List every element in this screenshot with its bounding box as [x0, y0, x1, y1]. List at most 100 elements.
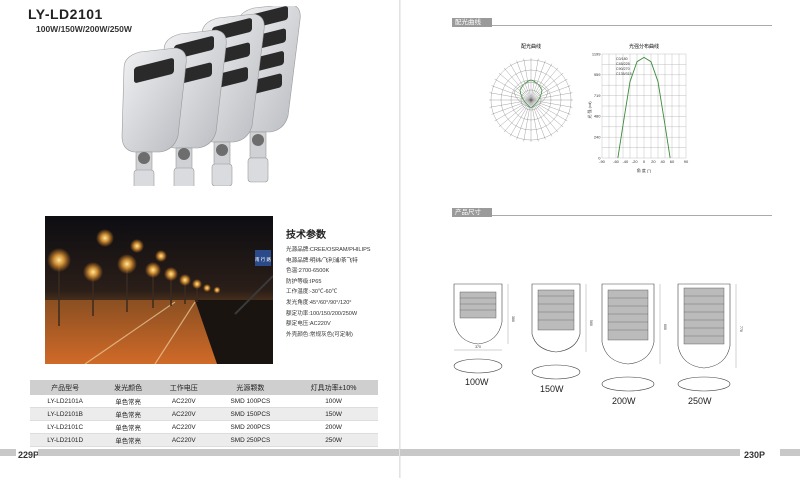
- x-tick-label: 90: [684, 159, 689, 164]
- table-cell: 单色常亮: [100, 395, 156, 408]
- polar-curve-c90: [513, 81, 549, 109]
- x-tick-label: -60: [613, 159, 620, 164]
- polar-spoke: [503, 99, 532, 133]
- drawing-200w: 600: [601, 283, 667, 392]
- y-tick-label: 0: [598, 155, 601, 160]
- page-number-right: 230P: [744, 450, 766, 460]
- polar-spoke: [530, 99, 559, 133]
- intensity-title: 光强分布曲线: [629, 43, 659, 50]
- column-header: 灯具功率±10%: [289, 380, 378, 395]
- street-sign-text: 南 行 路: [255, 256, 272, 263]
- spec-line: 色温:2700-6500K: [286, 268, 330, 275]
- intensity-xlabel: 角 度 (°): [637, 167, 652, 173]
- product-photo: [121, 6, 301, 186]
- table-cell: 200W: [289, 420, 378, 434]
- polar-spoke: [530, 58, 539, 101]
- left-page: LY-LD2101 100W/150W/200W/250W: [0, 6, 400, 460]
- dim-height: 380: [511, 316, 515, 322]
- polar-spoke: [503, 67, 532, 101]
- column-header: 发光颜色: [100, 380, 156, 395]
- y-tick-label: 959: [594, 72, 601, 77]
- polar-title: 配光曲线: [521, 43, 541, 50]
- polar-spoke: [530, 99, 553, 137]
- dim-width: 370: [475, 345, 481, 349]
- polar-spoke: [498, 72, 532, 101]
- table-cell: 150W: [289, 407, 378, 421]
- polar-spoke: [530, 99, 571, 115]
- spec-line: 额定电压:AC220V: [286, 321, 331, 328]
- table-row: LY-LD2101B 单色常亮 AC220V SMD 150PCS 150W: [30, 407, 378, 421]
- section-header-light-curve: 配光曲线: [452, 18, 772, 27]
- table-header-row: 产品型号 发光颜色 工作电压 光源颗数 灯具功率±10%: [30, 380, 378, 395]
- right-page: 配光曲线 产品尺寸 230P: [400, 0, 800, 478]
- size-label-100w: 100W: [465, 377, 489, 387]
- table-row: LY-LD2101A 单色常亮 AC220V SMD 100PCS 100W: [30, 395, 378, 408]
- polar-curve-c0: [519, 79, 543, 109]
- polar-spoke: [523, 58, 532, 101]
- size-label-150w: 150W: [540, 384, 564, 394]
- polar-spoke: [530, 67, 559, 101]
- polar-spoke: [494, 99, 532, 122]
- page-bar-left: [0, 449, 16, 456]
- polar-spoke: [530, 85, 571, 101]
- table-cell: LY-LD2101A: [30, 395, 101, 408]
- drawing-250w: 770: [677, 283, 743, 392]
- polar-spoke: [530, 99, 546, 140]
- model-table: 产品型号 发光颜色 工作电压 光源颗数 灯具功率±10% LY-LD2101A …: [30, 380, 378, 447]
- table-cell: LY-LD2101C: [30, 420, 101, 434]
- table-cell: AC220V: [155, 433, 212, 447]
- dim-height: 600: [663, 324, 667, 330]
- model-title: LY-LD2101: [28, 6, 103, 22]
- table-cell: SMD 250PCS: [211, 433, 290, 447]
- section-title: 产品尺寸: [455, 209, 481, 216]
- page-bar-right-rule: [400, 449, 740, 456]
- page-bar-left-rule: [38, 449, 400, 456]
- polar-spoke: [509, 99, 532, 137]
- x-tick-label: 20: [651, 159, 656, 164]
- spec-line: 电源品牌:明纬/飞利浦/茶飞特: [286, 257, 358, 264]
- table-cell: LY-LD2101B: [30, 407, 101, 421]
- dim-height: 560: [589, 320, 593, 326]
- spec-panel: 技术参数 光源品牌:CREE/OSRAM/PHILIPS 电源品牌:明纬/飞利浦…: [286, 226, 396, 340]
- drawing-150w: 560: [531, 283, 593, 380]
- table-cell: 单色常亮: [100, 433, 156, 447]
- spec-line: 光源品牌:CREE/OSRAM/PHILIPS: [286, 247, 371, 253]
- spec-line: 额定功率:100/150/200/250W: [286, 310, 358, 317]
- polar-spoke: [516, 60, 532, 101]
- polar-spoke: [491, 85, 532, 101]
- luminaire-head-1: [121, 47, 187, 186]
- polar-spoke: [530, 78, 568, 101]
- dim-height: 770: [739, 326, 743, 332]
- polar-spoke: [494, 78, 532, 101]
- legend-item: C0/180: [616, 57, 628, 61]
- polar-spoke: [516, 99, 532, 140]
- page-gutter: [399, 0, 401, 478]
- legend-item: C90/270: [616, 67, 630, 71]
- drawing-100w: 380 370: [453, 283, 515, 374]
- intensity-series-line: [617, 56, 671, 159]
- x-tick-label: 40: [660, 159, 665, 164]
- column-header: 产品型号: [30, 380, 101, 395]
- table-cell: 单色常亮: [100, 420, 156, 434]
- table-cell: AC220V: [155, 407, 212, 421]
- table-cell: AC220V: [155, 420, 212, 434]
- wattage-list: 100W/150W/200W/250W: [36, 24, 132, 34]
- table-cell: 单色常亮: [100, 407, 156, 421]
- spec-line: 发光角度:45°/60°/90°/120°: [286, 299, 352, 306]
- x-tick-label: 60: [670, 159, 675, 164]
- street-night-photo: 南 行 路: [45, 216, 273, 364]
- polar-spoke: [530, 60, 546, 101]
- section-header-dimensions: 产品尺寸: [452, 208, 772, 217]
- polar-spoke: [509, 63, 532, 101]
- polar-spoke: [498, 99, 532, 128]
- y-tick-label: 1199: [592, 51, 601, 56]
- y-tick-label: 719: [594, 93, 601, 98]
- polar-spoke: [530, 99, 568, 122]
- polar-spoke: [530, 92, 573, 101]
- specs-title: 技术参数: [286, 230, 326, 241]
- table-cell: SMD 100PCS: [211, 395, 290, 408]
- spec-line: 工作温度:-30℃-60℃: [286, 289, 338, 296]
- spec-line: 防护等级:IP65: [286, 278, 322, 285]
- table-cell: SMD 200PCS: [211, 420, 290, 434]
- polar-spoke: [530, 72, 564, 101]
